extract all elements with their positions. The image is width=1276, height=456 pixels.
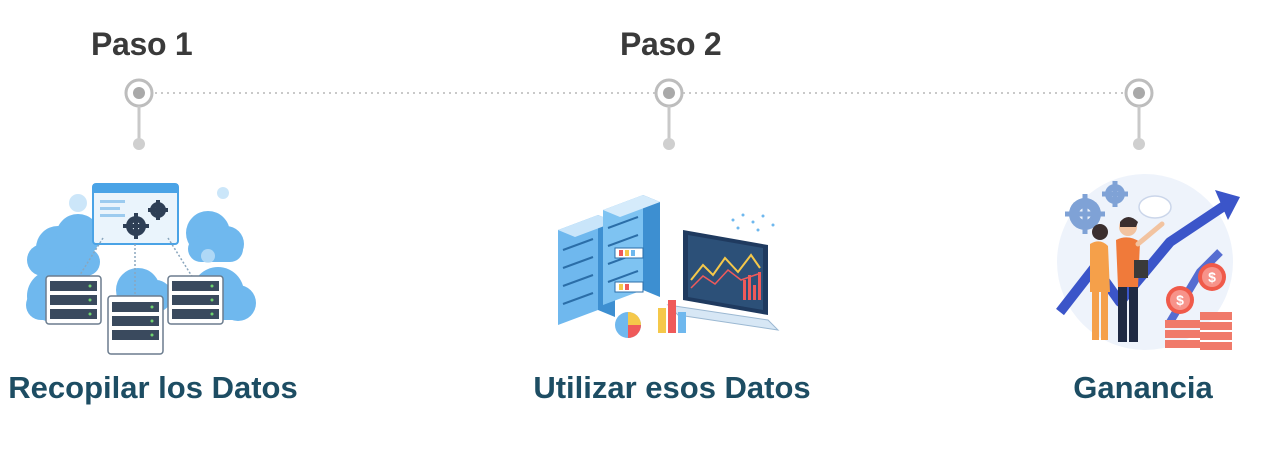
step-label-2: Paso 2: [620, 26, 722, 62]
step-label-1: Paso 1: [91, 26, 193, 62]
caption-step-3: Ganancia: [1073, 370, 1213, 405]
svg-text:$: $: [1176, 292, 1184, 308]
svg-text:$: $: [1208, 269, 1216, 285]
caption-step-1: Recopilar los Datos: [8, 370, 298, 405]
timeline-node-2: [654, 78, 684, 150]
business-growth-profit-illustration: $$: [1056, 174, 1240, 350]
timeline-node-3: [1124, 78, 1154, 150]
timeline-node-1: [124, 78, 154, 150]
cloud-server-network-illustration: [26, 183, 256, 355]
caption-step-2: Utilizar esos Datos: [533, 370, 811, 405]
timeline: [124, 78, 1154, 150]
data-analytics-servers-illustration: [558, 195, 780, 338]
